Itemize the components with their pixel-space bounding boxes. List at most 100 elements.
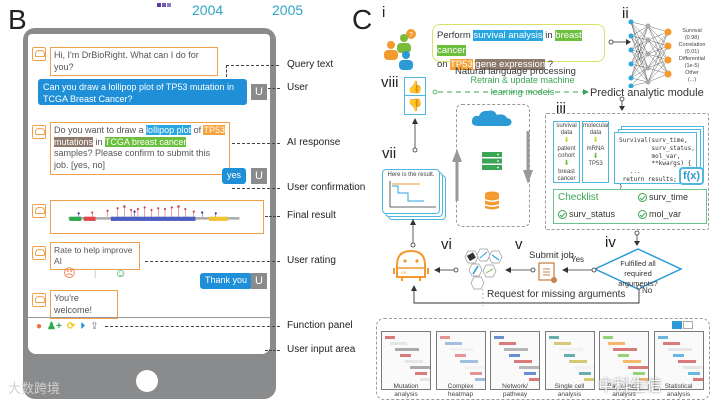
gallery-thumbnail[interactable] [490, 331, 540, 390]
rating-bubble: Rate to help improve AI ☹ | ☺ [50, 242, 140, 279]
ai-response-bubble: Do you want to draw a lollipop plot of T… [50, 122, 230, 175]
checklist-item: surv_status [558, 209, 615, 219]
arrow-left-icon [434, 267, 459, 273]
leader-line [265, 350, 280, 351]
gallery-caption: Network/pathway [488, 383, 542, 399]
leader-line [226, 65, 279, 66]
nn-output-score: (0.01) [684, 49, 700, 56]
ai-closing-bubble: You're welcome! [50, 290, 118, 320]
sad-face-icon[interactable]: ☹ [63, 266, 76, 281]
bot-avatar [32, 293, 46, 307]
data-flow-survival: survival data ⬇ patient cohort ⬇ breast … [553, 121, 580, 183]
svg-text:?: ? [409, 32, 413, 39]
nn-output-score: (0.98) [684, 35, 700, 42]
happy-face-icon[interactable]: ☺ [114, 266, 127, 281]
add-user-icon[interactable]: ♟+ [47, 321, 62, 332]
nn-output-label: Other [685, 70, 699, 77]
user-avatar: U [251, 84, 267, 100]
nn-output-score: (1e-5) [684, 63, 700, 70]
highlight-gene: TP53 [450, 59, 473, 71]
grid-view-icon[interactable] [672, 321, 682, 329]
callout-query-text: Query text [287, 59, 334, 70]
gallery-thumbnail[interactable] [381, 331, 431, 390]
rating-prompt: Rate to help improve AI [54, 245, 133, 267]
legend-swatch [162, 3, 166, 7]
server-icon [482, 152, 502, 170]
flow-label: TP53 [588, 161, 603, 168]
step-ii: ii [622, 5, 629, 22]
function-panel: ● ♟+ ⟳ ⏵ ⇪ [36, 321, 99, 332]
highlight-data-type: gene expression [475, 59, 546, 71]
highlight-data-type: mutations [54, 136, 94, 147]
leader-line [268, 88, 280, 89]
list-view-icon[interactable] [683, 321, 693, 329]
bot-icon: DR [393, 249, 429, 281]
analysis-gallery [376, 318, 710, 400]
arrow-down-icon [634, 230, 640, 246]
refresh-icon[interactable]: ⟳ [66, 321, 76, 332]
submit-job-label: Submit job [529, 250, 574, 261]
argument-parsing-box [545, 113, 709, 230]
year-label: 2004 [192, 2, 224, 18]
final-result-bubble [50, 200, 264, 234]
result-card: Here is the result. [382, 169, 440, 214]
upload-icon[interactable]: ⇪ [90, 321, 99, 332]
highlight-gene: TP53 [203, 125, 225, 135]
gallery-caption-line: analysis [612, 391, 636, 399]
submit-document-icon [538, 262, 557, 283]
bot-avatar [32, 246, 46, 260]
thumbnail-preview [603, 336, 648, 381]
step-vi: vi [441, 236, 452, 253]
arrow-down-icon: ⬇ [592, 137, 599, 145]
no-label: No [642, 286, 653, 295]
thumbs-down-icon[interactable]: 👎 [407, 98, 423, 112]
panel-letter-b: B [8, 4, 27, 35]
neural-network-icon [628, 19, 672, 88]
arrow-up-icon [410, 219, 416, 248]
flow-label: patient cohort [557, 145, 576, 159]
highlight-cohort: TCGA breast cancer [104, 136, 187, 147]
query-box: Perform survival analysis in breast canc… [432, 24, 605, 71]
survival-curve-icon [389, 181, 436, 208]
rating-divider: | [93, 268, 97, 279]
checklist-item-label: surv_status [569, 209, 616, 219]
nlp-label: Natural language processing [455, 66, 576, 77]
step-viii: viii [381, 74, 399, 91]
gallery-thumbnail[interactable] [544, 331, 595, 390]
flow-label: molecular data [583, 123, 610, 137]
step-iii: iii [556, 100, 566, 117]
retrain-label: Retrain & update machine learning models [470, 75, 575, 97]
gallery-caption-line: Complex [447, 383, 474, 390]
gallery-thumbnail[interactable] [599, 331, 649, 390]
thumbs-up-icon[interactable]: 👍 [405, 78, 425, 96]
bot-avatar [32, 204, 46, 218]
gallery-thumbnail[interactable] [435, 331, 486, 390]
flow-label: survival data [556, 123, 577, 137]
gallery-caption-line: analysis [557, 391, 582, 399]
text: samples? Please confirm to submit this j… [54, 148, 211, 171]
callout-user-confirmation: User confirmation [287, 182, 366, 193]
download-arrow-icon [523, 131, 533, 184]
missing-args-label: Request for missing arguments [487, 289, 626, 300]
gallery-caption-line: Mutation [393, 383, 419, 390]
user-input-area[interactable] [28, 334, 270, 354]
home-button[interactable] [136, 370, 158, 392]
chat-screen: Hi, I'm DrBioRight. What can I do for yo… [28, 34, 270, 354]
play-icon[interactable]: ⏵ [80, 321, 86, 332]
leader-line [226, 65, 227, 77]
result-card-text: Here is the result. [387, 172, 435, 178]
code-card: Survival(surv_time, surv_status, mol_var… [614, 132, 697, 191]
callout-user: User [287, 82, 309, 93]
predict-module-label: Predict analytic module [590, 87, 704, 99]
view-toggle [672, 321, 693, 329]
text: ? [545, 59, 554, 71]
checklist-item-label: mol_var [649, 209, 682, 219]
microphone-icon[interactable]: ● [36, 321, 43, 332]
gallery-thumbnail[interactable] [653, 331, 704, 390]
arrow-left-icon [505, 267, 536, 273]
panel-letter-c: C [352, 4, 373, 35]
